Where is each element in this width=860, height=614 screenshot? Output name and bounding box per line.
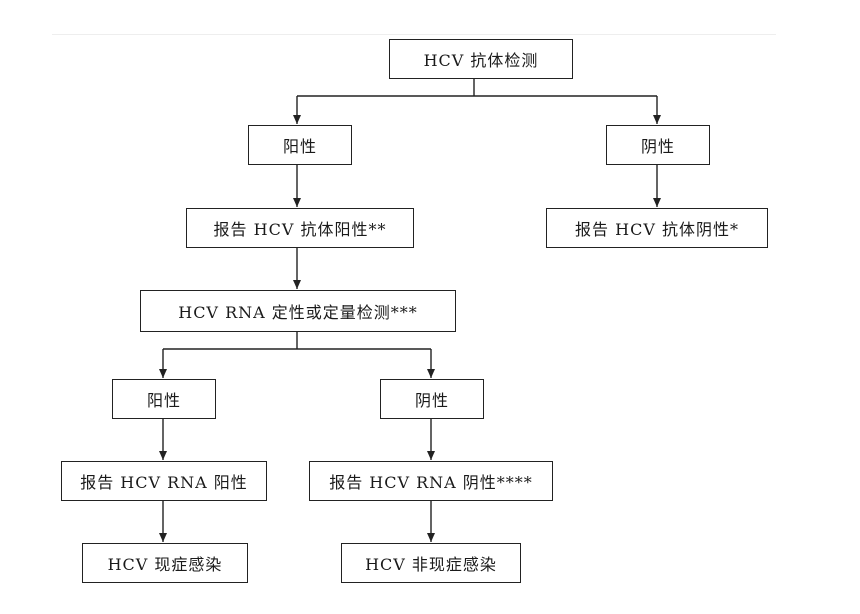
antibody-positive-node: 阳性 [248, 125, 352, 165]
hcv-antibody-test-node: HCV 抗体检测 [389, 39, 573, 79]
hcv-rna-test-node: HCV RNA 定性或定量检测*** [140, 290, 456, 332]
top-rule [52, 34, 776, 35]
report-rna-positive-node: 报告 HCV RNA 阳性 [61, 461, 267, 501]
report-antibody-positive-node: 报告 HCV 抗体阳性** [186, 208, 414, 248]
antibody-negative-node: 阴性 [606, 125, 710, 165]
report-antibody-negative-node: 报告 HCV 抗体阴性* [546, 208, 768, 248]
rna-negative-node: 阴性 [380, 379, 484, 419]
rna-positive-node: 阳性 [112, 379, 216, 419]
hcv-current-infection-node: HCV 现症感染 [82, 543, 248, 583]
report-rna-negative-node: 报告 HCV RNA 阴性**** [309, 461, 553, 501]
hcv-non-current-infection-node: HCV 非现症感染 [341, 543, 521, 583]
connector-layer [159, 79, 661, 542]
